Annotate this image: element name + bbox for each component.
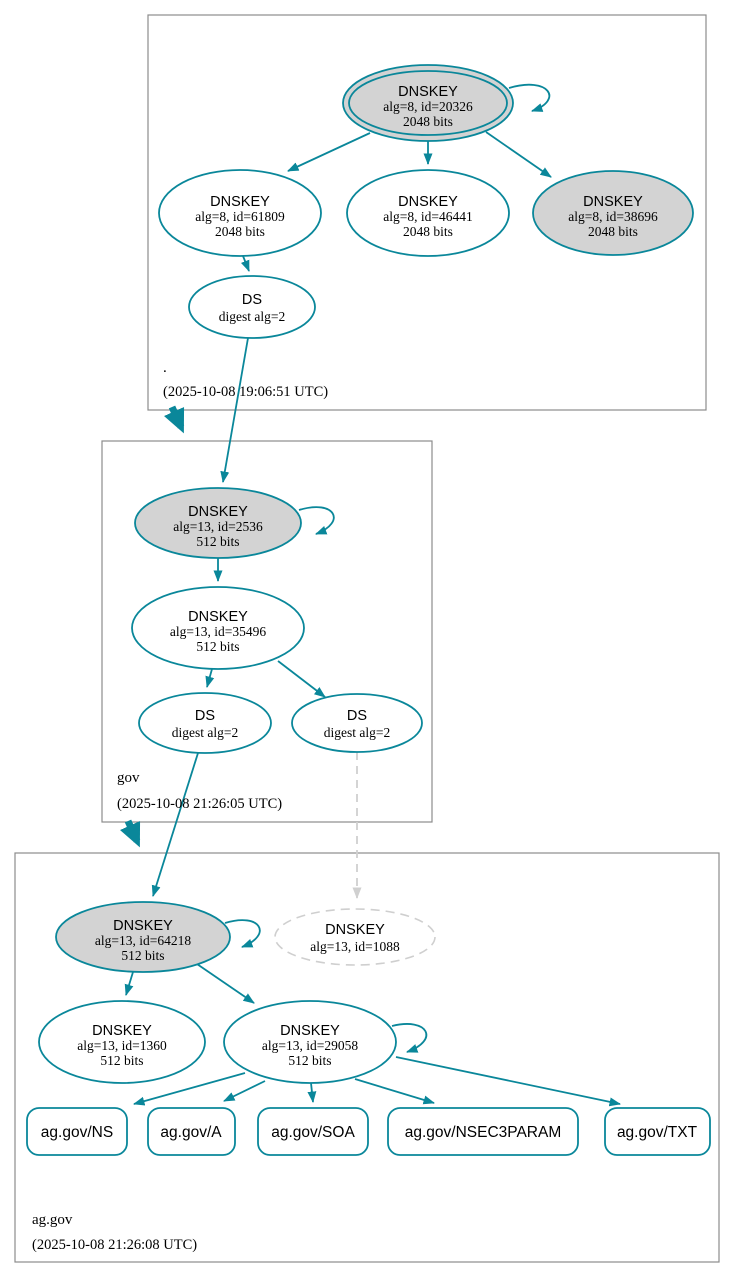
rrset-ag-gov-ns[interactable]: ag.gov/NS: [26, 1107, 128, 1156]
edge-aggov-ksk-to-zsk-29058: [196, 963, 255, 1004]
edge-root-ksk-selfloop: [508, 83, 551, 112]
zone-label-root: .: [163, 360, 167, 376]
node-bits: 512 bits: [196, 534, 239, 549]
edge-gov-zsk-to-ds2: [277, 660, 326, 698]
node-bits: 512 bits: [288, 1053, 331, 1068]
node-aggov-ksk-64218[interactable]: DNSKEY alg=13, id=64218 512 bits: [55, 901, 231, 973]
edge-aggov-zsk-to-nsec3param: [354, 1078, 435, 1105]
node-aggov-zsk-1360[interactable]: DNSKEY alg=13, id=1360 512 bits: [38, 1000, 206, 1084]
node-attrs: alg=13, id=1088: [310, 939, 400, 954]
node-bits: 2048 bits: [403, 114, 453, 129]
node-title: DNSKEY: [113, 918, 173, 934]
zone-timestamp-aggov: (2025-10-08 21:26:08 UTC): [32, 1237, 197, 1253]
node-title: DNSKEY: [188, 504, 248, 520]
edge-root-ksk-to-zsk-61809: [287, 132, 371, 172]
edge-gov-ds1-to-aggov-ksk: [151, 752, 199, 897]
node-bits: 2048 bits: [215, 224, 265, 239]
node-root-ds[interactable]: DS digest alg=2: [188, 275, 316, 339]
edge-aggov-zsk-to-ns: [133, 1072, 246, 1106]
node-root-zsk-46441[interactable]: DNSKEY alg=8, id=46441 2048 bits: [346, 169, 510, 257]
node-title: DNSKEY: [210, 194, 270, 210]
node-title: DNSKEY: [280, 1023, 340, 1039]
edge-gov-zsk-to-ds1: [205, 668, 215, 688]
zone-label-gov: gov: [117, 770, 140, 786]
node-aggov-missing-dnskey-1088[interactable]: DNSKEY alg=13, id=1088: [274, 908, 436, 966]
node-title: DNSKEY: [188, 609, 248, 625]
delegation-arrow-gov-to-aggov: [119, 819, 141, 848]
edge-gov-ksk-selfloop: [298, 506, 335, 535]
rrset-label: ag.gov/NS: [41, 1124, 113, 1141]
edge-aggov-ksk-to-zsk-1360: [124, 971, 134, 996]
node-gov-zsk-35496[interactable]: DNSKEY alg=13, id=35496 512 bits: [131, 586, 305, 670]
node-attrs: alg=13, id=29058: [262, 1038, 358, 1053]
zone-box-root: [147, 14, 707, 411]
edge-root-ksk-to-ksk-38696: [485, 131, 552, 178]
node-attrs: digest alg=2: [219, 309, 285, 324]
node-title: DNSKEY: [325, 922, 385, 938]
rrset-ag-gov-soa[interactable]: ag.gov/SOA: [257, 1107, 369, 1156]
node-root-ksk-38696[interactable]: DNSKEY alg=8, id=38696 2048 bits: [532, 170, 694, 256]
node-attrs: alg=8, id=61809: [195, 209, 285, 224]
edge-root-zsk-61809-to-ds: [240, 255, 250, 272]
node-attrs: digest alg=2: [324, 725, 390, 740]
node-attrs: alg=8, id=20326: [383, 99, 473, 114]
delegation-arrow-root-to-gov: [163, 405, 185, 434]
node-gov-ds1[interactable]: DS digest alg=2: [138, 692, 272, 754]
node-bits: 2048 bits: [403, 224, 453, 239]
rrset-label: ag.gov/A: [160, 1124, 222, 1141]
rrset-ag-gov-a[interactable]: ag.gov/A: [147, 1107, 236, 1156]
node-attrs: alg=13, id=64218: [95, 933, 191, 948]
rrset-label: ag.gov/TXT: [617, 1124, 698, 1141]
edge-aggov-zsk-to-txt: [395, 1056, 621, 1107]
zone-label-aggov: ag.gov: [32, 1212, 73, 1228]
edge-aggov-ksk-selfloop: [224, 919, 261, 948]
node-attrs: alg=8, id=38696: [568, 209, 658, 224]
node-bits: 2048 bits: [588, 224, 638, 239]
node-attrs: alg=13, id=2536: [173, 519, 263, 534]
node-root-zsk-61809[interactable]: DNSKEY alg=8, id=61809 2048 bits: [158, 169, 322, 257]
node-bits: 512 bits: [100, 1053, 143, 1068]
rrset-label: ag.gov/NSEC3PARAM: [405, 1124, 562, 1141]
rrset-label: ag.gov/SOA: [271, 1124, 355, 1141]
node-root-ksk-20326[interactable]: DNSKEY alg=8, id=20326 2048 bits: [342, 64, 514, 142]
node-attrs: alg=13, id=1360: [77, 1038, 167, 1053]
node-bits: 512 bits: [121, 948, 164, 963]
zone-timestamp-gov: (2025-10-08 21:26:05 UTC): [117, 796, 282, 812]
node-attrs: digest alg=2: [172, 725, 238, 740]
zone-box-aggov: [14, 852, 720, 1263]
node-attrs: alg=8, id=46441: [383, 209, 472, 224]
node-title: DNSKEY: [398, 84, 458, 100]
node-title: DS: [195, 708, 215, 724]
edge-root-ds-to-gov-ksk: [220, 337, 249, 483]
zone-box-gov: [101, 440, 433, 823]
node-gov-ds2[interactable]: DS digest alg=2: [291, 693, 423, 753]
node-title: DS: [242, 292, 262, 308]
node-title: DNSKEY: [583, 194, 643, 210]
edge-aggov-zsk-to-a: [223, 1080, 266, 1102]
zone-timestamp-root: (2025-10-08 19:06:51 UTC): [163, 384, 328, 400]
node-title: DNSKEY: [92, 1023, 152, 1039]
node-title: DNSKEY: [398, 194, 458, 210]
node-title: DS: [347, 708, 367, 724]
edge-aggov-zsk-to-soa: [307, 1082, 317, 1103]
node-bits: 512 bits: [196, 639, 239, 654]
edge-aggov-zsk-29058-selfloop: [391, 1023, 428, 1053]
rrset-ag-gov-txt[interactable]: ag.gov/TXT: [604, 1107, 711, 1156]
node-attrs: alg=13, id=35496: [170, 624, 266, 639]
node-aggov-zsk-29058[interactable]: DNSKEY alg=13, id=29058 512 bits: [223, 1000, 397, 1084]
node-gov-ksk-2536[interactable]: DNSKEY alg=13, id=2536 512 bits: [134, 487, 302, 559]
rrset-ag-gov-nsec3param[interactable]: ag.gov/NSEC3PARAM: [387, 1107, 579, 1156]
